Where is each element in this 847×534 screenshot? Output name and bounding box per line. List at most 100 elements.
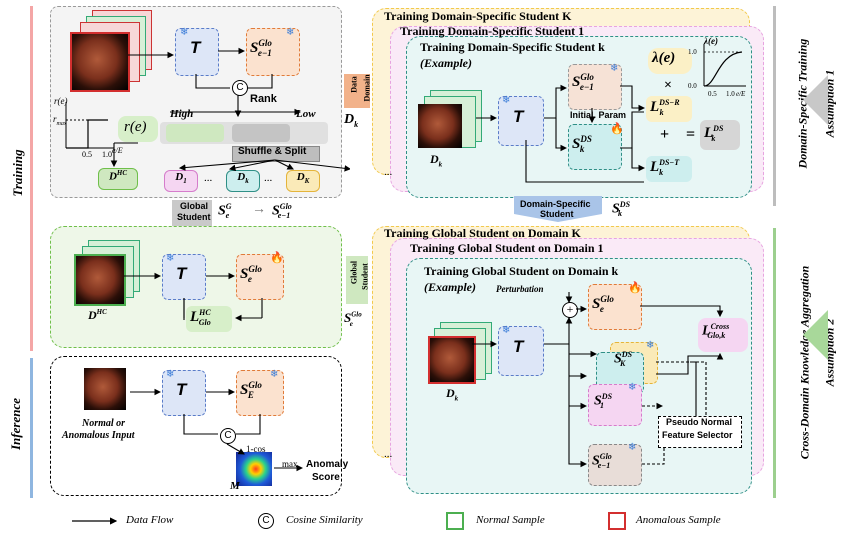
- map-label: M: [230, 480, 240, 492]
- snowflake-icon: ❄: [166, 253, 175, 264]
- times-sign: ×: [664, 78, 672, 93]
- prev-global-student-module: [588, 444, 642, 486]
- l-dsr-box: [646, 96, 692, 122]
- data-domain-tag: [344, 74, 370, 108]
- sglo-prev-symbol: SGloe−1: [272, 202, 292, 221]
- input-label-2: Anomalous Input: [62, 430, 135, 441]
- snowflake-icon: ❄: [646, 340, 655, 351]
- ds-student-line1: Domain-Specific: [520, 199, 591, 209]
- prev-global-student-module: [568, 64, 622, 110]
- assumption2-bar: [773, 228, 776, 498]
- legend-normal: Normal Sample: [476, 514, 545, 526]
- legend-anomalous: Anomalous Sample: [636, 514, 721, 526]
- r-e-box: [118, 116, 158, 142]
- teacher-symbol: T: [176, 380, 187, 399]
- teacher-symbol: T: [190, 38, 201, 57]
- hc-sample-image: [74, 254, 126, 306]
- high-label: High: [170, 108, 194, 120]
- snowflake-icon: ❄: [502, 325, 511, 336]
- l-dst-box: [646, 156, 692, 182]
- ds-student-tag: [514, 196, 602, 222]
- lambda-plot-label: λ(e): [704, 36, 718, 46]
- snowflake-icon: ❄: [180, 27, 189, 38]
- top-left-arrows: [110, 47, 350, 172]
- gst-ellipsis: ...: [384, 448, 393, 460]
- equals-sign: =: [686, 126, 696, 143]
- sglo-e-side-symbol: SGloe: [344, 310, 362, 328]
- gst-title-k: Training Global Student on Domain k: [424, 264, 619, 278]
- student-symbol: SGloE: [240, 380, 262, 400]
- selector-box: [658, 416, 742, 448]
- dst-example: (Example): [420, 56, 472, 70]
- dk-symbol-left: Dk: [344, 112, 359, 129]
- dst-domain-image: [418, 104, 462, 148]
- flame-icon: 🔥: [628, 282, 642, 294]
- hazelnut-image: [70, 32, 130, 92]
- cross-domain-label: Cross-Domain Knowledge Aggregation: [797, 265, 812, 460]
- gst-title-1: Training Global Student on Domain 1: [410, 241, 604, 255]
- gst-arrows: [472, 292, 724, 468]
- eE-label: e/E: [112, 146, 123, 155]
- mid-left-arrows: [124, 272, 263, 322]
- lambda-label: λ(e): [652, 50, 676, 66]
- perturbation-label: Perturbation: [496, 284, 544, 294]
- dst-ellipsis: ...: [384, 166, 393, 178]
- global-student-module: [588, 284, 642, 330]
- dataset-K: DK: [286, 170, 320, 192]
- dk-symbol: Dk: [430, 152, 443, 169]
- lp-10x: 1.0: [726, 90, 735, 98]
- lp-00: 0.0: [688, 82, 697, 90]
- datasets-ellipsis: ...: [204, 172, 213, 184]
- anomaly-score-1: Anomaly: [306, 459, 349, 470]
- data-domain-line2: Domain: [362, 74, 372, 102]
- student-symbol: SGloe−1: [250, 38, 272, 58]
- tick-10: 1.0: [102, 150, 112, 159]
- inference-arrows: [130, 388, 304, 472]
- gst-title-K: Training Global Student on Domain K: [384, 226, 581, 240]
- rmax-label: rmax: [53, 114, 67, 127]
- global-student-line1: Global: [180, 201, 209, 211]
- r-e-label: r(e): [124, 119, 147, 135]
- datasets-ellipsis: ...: [264, 172, 273, 184]
- sglo-e-symbol: SGloe: [592, 294, 614, 314]
- sglo-prev-symbol: SGloe−1: [592, 452, 612, 471]
- snowflake-icon: ❄: [610, 63, 619, 74]
- legend-cosine: Cosine Similarity: [286, 514, 363, 526]
- final-student-module: [236, 370, 284, 416]
- r-axis-label: r(e): [54, 96, 68, 106]
- ds-student-module: [568, 124, 622, 170]
- anomaly-map: [236, 452, 272, 486]
- teacher-module: [162, 370, 206, 416]
- snowflake-icon: ❄: [286, 27, 295, 38]
- initial-param-label: Initial. Param: [570, 110, 627, 120]
- sds1-symbol: SDS1: [594, 392, 613, 411]
- teacher-symbol: T: [176, 264, 187, 283]
- training-bar: [30, 6, 33, 351]
- sds-tag-symbol: SDSk: [612, 200, 631, 219]
- legend-data-flow: Data Flow: [126, 514, 174, 526]
- tick-05: 0.5: [82, 150, 92, 159]
- anomalous-sample-icon: [608, 512, 626, 530]
- inference-side-label: Inference: [8, 398, 23, 450]
- cross-loss-label: LCrossGlo,k: [702, 322, 730, 341]
- dataset-k: Dk: [226, 170, 260, 192]
- global-student-tag: [172, 200, 212, 226]
- global-student-module: [236, 254, 284, 300]
- hc-loss-box: [186, 306, 232, 332]
- data-flow-arrow-icon: [72, 517, 118, 525]
- inference-bar: [30, 358, 33, 498]
- l-ds-label: LDSk: [704, 124, 724, 143]
- teacher-symbol: T: [513, 337, 524, 356]
- one-minus-cos-label: 1-cos: [246, 444, 266, 454]
- snowflake-icon: ❄: [628, 382, 637, 393]
- teacher-module: [498, 326, 544, 376]
- l-dst-label: LDS−Tk: [650, 158, 680, 177]
- lambda-plot: [703, 44, 746, 87]
- r-e-plot: [65, 102, 114, 149]
- sdsK-symbol: SDSK: [614, 350, 633, 369]
- cosine-legend-icon: C: [258, 513, 274, 529]
- shuffle-split-box: [232, 146, 320, 162]
- lp-10: 1.0: [688, 48, 697, 56]
- selector-line2: Feature Selector: [662, 430, 733, 440]
- ds-student-1-module: [588, 384, 642, 426]
